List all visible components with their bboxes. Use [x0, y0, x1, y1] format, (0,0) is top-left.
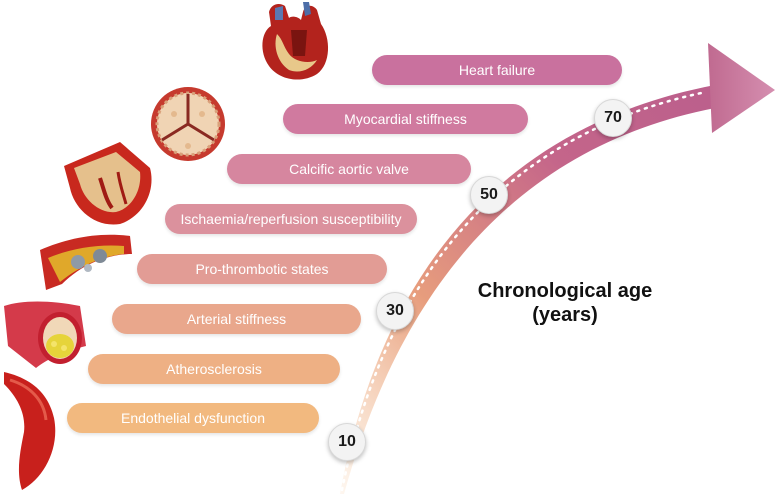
- aortic-valve-icon: [151, 87, 225, 161]
- heart-icon: [262, 2, 329, 80]
- cholesterol-artery-icon: [4, 301, 86, 368]
- arrow-shaft: [340, 85, 715, 494]
- age-marker-50: 50: [470, 176, 508, 214]
- stage-bar-myocardial-stiffness: Myocardial stiffness: [283, 104, 528, 134]
- arrow-dotted-line: [340, 90, 708, 492]
- stage-bar-endothelial-dysfunction: Endothelial dysfunction: [67, 403, 319, 433]
- axis-title: Chronological age (years): [470, 279, 660, 327]
- age-marker-10: 10: [328, 423, 366, 461]
- stage-bar-pro-thrombotic-states: Pro-thrombotic states: [137, 254, 387, 284]
- stage-bar-arterial-stiffness: Arterial stiffness: [112, 304, 361, 334]
- axis-title-line1: Chronological age: [477, 280, 653, 302]
- age-marker-70: 70: [594, 99, 632, 137]
- blood-vessel-icon: [4, 372, 56, 490]
- arrow-head: [708, 43, 775, 133]
- stage-bar-atherosclerosis: Atherosclerosis: [88, 354, 340, 384]
- plaque-artery-icon: [40, 234, 132, 290]
- stage-bar-ischaemia-reperfusion: Ischaemia/reperfusion susceptibility: [165, 204, 417, 234]
- ventricle-icon: [64, 142, 152, 225]
- stage-bar-calcific-aortic-valve: Calcific aortic valve: [227, 154, 471, 184]
- age-marker-30: 30: [376, 292, 414, 330]
- axis-title-line2: (years): [532, 304, 598, 326]
- stage-bar-heart-failure: Heart failure: [372, 55, 622, 85]
